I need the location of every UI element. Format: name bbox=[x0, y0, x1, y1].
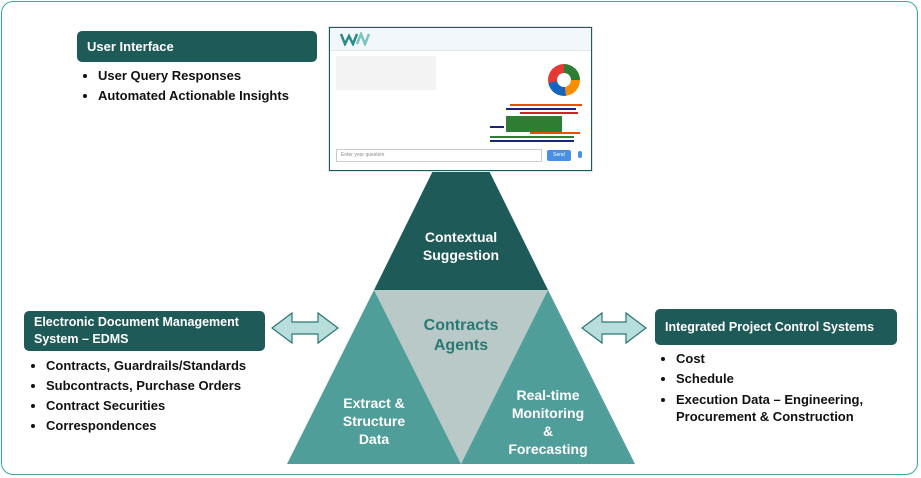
mockup-header-bar bbox=[330, 28, 591, 51]
list-item: Automated Actionable Insights bbox=[98, 86, 289, 106]
list-item: Execution Data – Engineering, Procuremen… bbox=[676, 391, 863, 425]
top-triangle bbox=[374, 114, 548, 290]
gantt-bar bbox=[510, 104, 582, 106]
list-item: Cost bbox=[676, 349, 863, 369]
microphone-icon[interactable] bbox=[578, 151, 582, 158]
label-line: & bbox=[542, 423, 554, 439]
edms-header: Electronic Document Management System – … bbox=[24, 311, 265, 351]
edms-bullets: Contracts, Guardrails/Standards Subcontr… bbox=[28, 356, 246, 436]
list-item: Subcontracts, Purchase Orders bbox=[46, 376, 246, 396]
label-line: Forecasting bbox=[508, 441, 588, 457]
gantt-bar bbox=[490, 126, 504, 128]
top-triangle-label: Contextual Suggestion bbox=[401, 228, 521, 264]
gantt-bar bbox=[520, 112, 578, 114]
left-triangle bbox=[287, 290, 461, 464]
list-item: User Query Responses bbox=[98, 66, 289, 86]
center-triangle bbox=[374, 290, 548, 464]
label-line: Extract & bbox=[343, 395, 405, 411]
list-item: Contract Securities bbox=[46, 396, 246, 416]
gantt-bar bbox=[506, 108, 576, 110]
user-interface-bullets: User Query Responses Automated Actionabl… bbox=[80, 66, 289, 106]
send-button[interactable]: Send bbox=[547, 150, 571, 161]
mockup-donut-chart bbox=[548, 64, 580, 96]
left-double-arrow bbox=[271, 311, 339, 345]
list-item: Contracts, Guardrails/Standards bbox=[46, 356, 246, 376]
label-line: Real-time bbox=[516, 387, 580, 403]
left-triangle-label: Extract & Structure Data bbox=[314, 394, 434, 448]
user-interface-title: User Interface bbox=[87, 39, 174, 54]
ipcs-bullet-line2: Procurement & Construction bbox=[676, 409, 854, 424]
label-line: Suggestion bbox=[422, 247, 500, 263]
edms-title-line2: System – EDMS bbox=[34, 332, 129, 346]
gantt-bar bbox=[530, 132, 580, 134]
right-double-arrow bbox=[581, 311, 647, 345]
ipcs-header: Integrated Project Control Systems bbox=[655, 309, 897, 345]
label-line: Contracts bbox=[423, 317, 499, 334]
ui-screenshot-mockup: Enter your question Send bbox=[329, 27, 592, 171]
ipcs-bullets: Cost Schedule Execution Data – Engineeri… bbox=[658, 349, 863, 425]
mockup-content-card bbox=[336, 56, 436, 90]
label-line: Data bbox=[358, 431, 390, 447]
gantt-tooltip bbox=[506, 116, 562, 132]
right-triangle-label: Real-time Monitoring & Forecasting bbox=[488, 386, 608, 458]
center-triangle-label: Contracts Agents bbox=[401, 316, 521, 356]
right-triangle bbox=[461, 290, 635, 464]
list-item: Schedule bbox=[676, 369, 863, 389]
wm-logo-icon bbox=[340, 32, 371, 46]
label-line: Contextual bbox=[424, 229, 498, 245]
list-item: Correspondences bbox=[46, 416, 246, 436]
edms-title-line1: Electronic Document Management bbox=[34, 315, 239, 329]
ipcs-title: Integrated Project Control Systems bbox=[665, 320, 875, 334]
gantt-bar bbox=[490, 140, 574, 142]
ipcs-bullet-line1: Execution Data – Engineering, bbox=[676, 392, 864, 407]
gantt-bar bbox=[490, 136, 574, 138]
label-line: Agents bbox=[433, 337, 489, 354]
label-line: Structure bbox=[342, 413, 406, 429]
question-input[interactable]: Enter your question bbox=[336, 149, 542, 162]
user-interface-header: User Interface bbox=[77, 31, 317, 62]
label-line: Monitoring bbox=[511, 405, 585, 421]
